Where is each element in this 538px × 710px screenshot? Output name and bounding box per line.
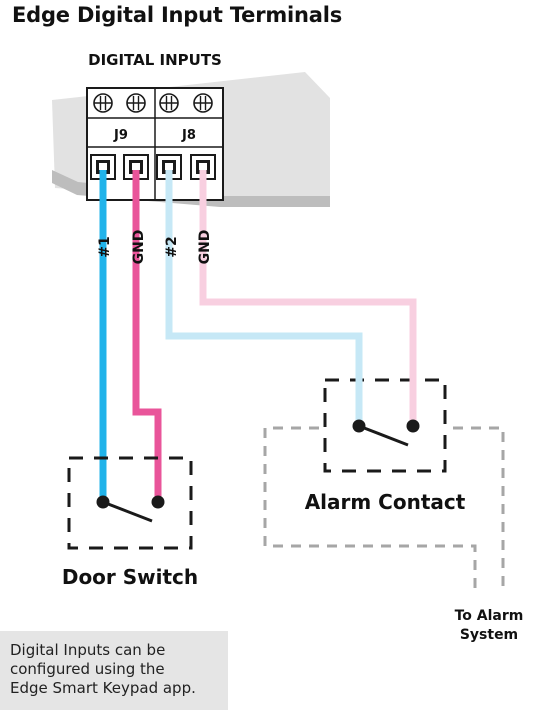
wire-label-gnd-2: GND — [197, 230, 213, 265]
alarm-system-label-line-2: System — [460, 627, 518, 643]
wire-labels: #1 GND #2 GND — [97, 230, 213, 265]
screw-icon — [126, 93, 146, 113]
info-note: Digital Inputs can be configured using t… — [0, 631, 228, 710]
alarm-contact-label: Alarm Contact — [305, 490, 466, 514]
door-switch-label: Door Switch — [62, 565, 198, 589]
screw-icon — [93, 93, 113, 113]
connector-label-j8: J8 — [181, 128, 196, 143]
connector-label-j9: J9 — [113, 128, 128, 143]
wire-label-gnd-1: GND — [131, 230, 147, 265]
note-line: Digital Inputs can be — [10, 641, 166, 659]
alarm-contact: Alarm Contact — [305, 302, 466, 514]
wire-label-input-1: #1 — [97, 236, 113, 257]
page-title: Edge Digital Input Terminals — [12, 3, 343, 27]
screw-icon — [159, 93, 179, 113]
note-line: configured using the — [10, 660, 165, 678]
digital-inputs-label: DIGITAL INPUTS — [88, 51, 222, 69]
wire-gnd-1 — [132, 170, 162, 502]
alarm-system-outline — [263, 426, 505, 588]
alarm-system-label-line-1: To Alarm — [455, 608, 524, 624]
wire-label-input-2: #2 — [164, 236, 180, 257]
door-switch: Door Switch — [62, 456, 198, 589]
note-line: Edge Smart Keypad app. — [10, 679, 196, 697]
to-alarm-system-label: To Alarm System — [455, 608, 524, 643]
screw-icon — [193, 93, 213, 113]
